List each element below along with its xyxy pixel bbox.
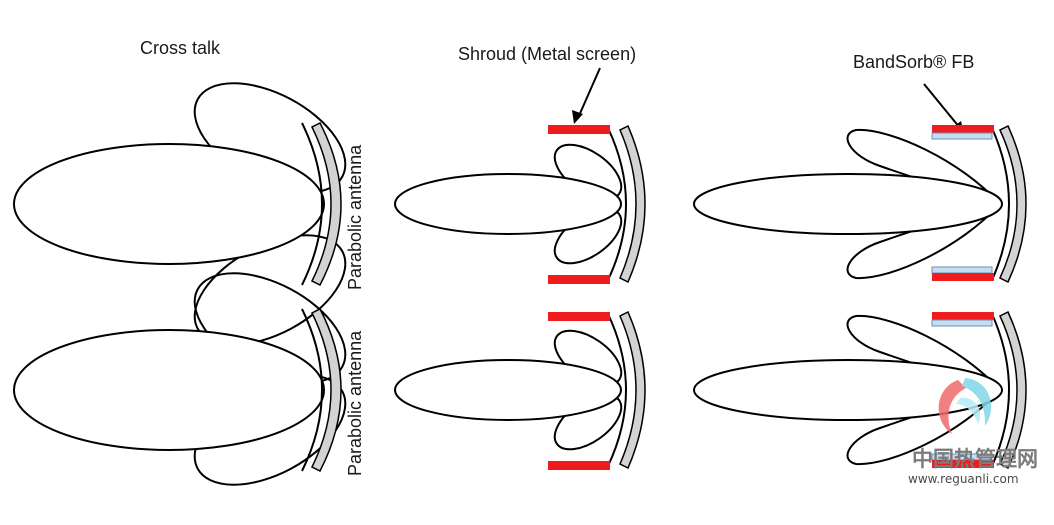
bandsorb-bottom-lower-shroud (932, 460, 994, 468)
bandsorb-bottom-upper-absorber (931, 319, 993, 327)
antenna-label-top: Parabolic antenna (345, 144, 365, 290)
bandsorb-bottom-upper-shroud (932, 312, 994, 320)
shroud-panel: Shroud (Metal screen) (394, 44, 646, 470)
bandsorb-arrow-line (923, 83, 961, 129)
shroud-top-dish (619, 124, 646, 284)
crosstalk-bottom-antenna (13, 272, 347, 486)
shroud-bottom-antenna (394, 310, 646, 470)
shroud-bottom-lower-screen (548, 461, 610, 470)
bandsorb-panel: BandSorb® FB (693, 52, 1027, 470)
bandsorb-bottom-dish (999, 310, 1027, 470)
bandsorb-top-upper-absorber (931, 132, 993, 140)
shroud-top-antenna (394, 124, 646, 284)
crosstalk-title: Cross talk (140, 38, 221, 58)
bandsorb-top-main-lobe (693, 173, 1003, 235)
shroud-arrow-line (577, 67, 601, 119)
shroud-top-upper-screen (548, 125, 610, 134)
shroud-top-main-lobe (394, 173, 622, 235)
bandsorb-bottom-antenna (693, 310, 1027, 470)
bandsorb-top-antenna (693, 124, 1027, 284)
shroud-arrow-head (572, 110, 583, 124)
crosstalk-top-rim (301, 122, 323, 286)
crosstalk-top-main-lobe (13, 143, 325, 265)
watermark: 中国热管理网 www.reguanli.com (908, 378, 1038, 486)
bandsorb-top-upper-shroud (932, 125, 994, 133)
bandsorb-title: BandSorb® FB (853, 52, 974, 72)
shroud-bottom-dish (619, 310, 646, 470)
crosstalk-bottom-rim (301, 308, 323, 472)
shroud-top-lower-screen (548, 275, 610, 284)
shroud-bottom-rim (607, 313, 627, 467)
watermark-logo-icon (938, 378, 992, 434)
watermark-url-text: www.reguanli.com (908, 472, 1019, 486)
antenna-label-bottom: Parabolic antenna (345, 330, 365, 476)
shroud-bottom-upper-screen (548, 312, 610, 321)
bandsorb-top-lower-shroud (932, 273, 994, 281)
shroud-title: Shroud (Metal screen) (458, 44, 636, 64)
shroud-bottom-main-lobe (394, 359, 622, 421)
shroud-top-rim (607, 127, 627, 281)
crosstalk-top-antenna (13, 82, 347, 346)
crosstalk-top-dish (310, 121, 342, 287)
crosstalk-bottom-dish (310, 307, 342, 473)
bandsorb-bottom-rim (991, 313, 1010, 467)
bandsorb-top-lower-absorber (931, 266, 993, 274)
watermark-cn-text: 中国热管理网 (912, 447, 1038, 471)
bandsorb-top-dish (999, 124, 1027, 284)
crosstalk-bottom-main-lobe (13, 329, 325, 451)
bandsorb-top-rim (991, 127, 1010, 281)
bandsorb-bottom-main-lobe (693, 359, 1003, 421)
crosstalk-panel: Cross talk Parabolic antenna Parabolic a… (13, 38, 365, 486)
